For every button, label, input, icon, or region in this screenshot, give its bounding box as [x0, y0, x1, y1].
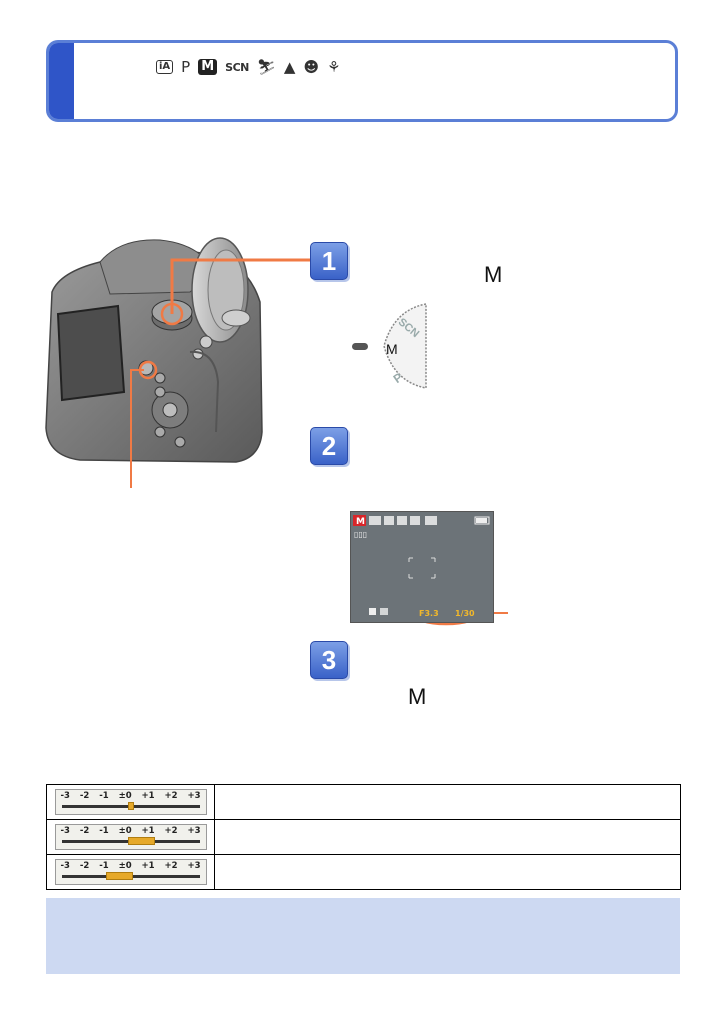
exposure-meter-tick-label: +3 [187, 826, 201, 836]
section-header [46, 40, 678, 122]
lcd-mode-badge: M [356, 517, 365, 527]
scene-mode-icon: SCN [225, 60, 249, 74]
dial-pointer [352, 343, 368, 350]
manual-mode-icon: M [198, 59, 218, 75]
exposure-meter-marker [127, 802, 134, 810]
exposure-meter-tick-label: -3 [60, 791, 70, 801]
step-3-mode-label: M [408, 684, 427, 709]
sports-mode-icon: ⛷ [256, 58, 276, 76]
scenery-mode-icon: ▲ [283, 58, 296, 76]
portrait-mode-icon: ☻ [303, 58, 320, 76]
exposure-meter-tick-label: +1 [141, 861, 155, 871]
exposure-meter-tick-label: +1 [141, 791, 155, 801]
exposure-meter-table: -3 -2 -1 ±0 +1 +2 +3 -3 -2 -1 ±0 +1 +2 +3 -3 -2 -1 ±0 +1 +2… [46, 784, 681, 890]
exposure-meter-tick-label: -3 [60, 861, 70, 871]
exposure-meter-tick-label: -1 [99, 861, 109, 871]
intelligent-auto-icon: iA [156, 60, 174, 74]
program-mode-icon: P [181, 58, 191, 76]
exposure-meter-tick-label: +1 [141, 826, 155, 836]
step-3-badge: 3 [310, 641, 348, 679]
mode-dial-closeup: SCN M P [352, 303, 427, 389]
exposure-meter-cell: -3 -2 -1 ±0 +1 +2 +3 [46, 854, 215, 890]
exposure-meter-tick-label: -2 [79, 791, 90, 801]
header-accent-bar [49, 43, 74, 119]
exposure-meter-tick-label: +3 [187, 791, 201, 801]
exposure-meter-tick-label: -2 [79, 861, 90, 871]
exposure-meter-tick-label: -2 [79, 826, 90, 836]
exposure-meter: -3 -2 -1 ±0 +1 +2 +3 [54, 824, 207, 850]
exposure-meter-row: -3 -2 -1 ±0 +1 +2 +3 [46, 784, 681, 820]
exposure-meter-cell: -3 -2 -1 ±0 +1 +2 +3 [46, 819, 215, 855]
button-callout [130, 369, 144, 488]
step-1-badge: 1 [310, 242, 348, 280]
exposure-meter-marker [106, 872, 134, 880]
exposure-meter-cell: -3 -2 -1 ±0 +1 +2 +3 [46, 784, 215, 820]
exposure-meter-tick-label: -3 [60, 826, 70, 836]
exposure-meter-tick-label: -1 [99, 791, 109, 801]
exposure-meter-description [214, 819, 681, 855]
exposure-meter-tick-label: +2 [164, 791, 178, 801]
lcd-shutter-speed: 1/30 [455, 609, 475, 618]
step-2-badge: 2 [310, 427, 348, 465]
lcd-aperture: F3.3 [419, 609, 439, 618]
exposure-meter-description [214, 784, 681, 820]
exposure-meter-tick-label: +2 [164, 826, 178, 836]
exposure-meter-tick-label: ±0 [118, 791, 132, 801]
lcd-screen: M ▯▯▯ F3.3 1/30 [350, 511, 494, 623]
dial-label-m: M [386, 341, 398, 357]
exposure-meter-tick-label: ±0 [118, 861, 132, 871]
exposure-meter-tick-label: -1 [99, 826, 109, 836]
note-box [46, 898, 680, 974]
exposure-meter-tick-label: ±0 [118, 826, 132, 836]
exposure-meter-row: -3 -2 -1 ±0 +1 +2 +3 [46, 819, 681, 855]
exposure-meter-row: -3 -2 -1 ±0 +1 +2 +3 [46, 854, 681, 890]
lcd-overlay: M ▯▯▯ F3.3 1/30 [353, 515, 490, 618]
exposure-meter-tick-label: +2 [164, 861, 178, 871]
step-1-mode-label: M [484, 262, 503, 287]
exposure-meter-marker [127, 837, 155, 845]
svg-text:▯▯▯: ▯▯▯ [354, 530, 367, 539]
exposure-meter-description [214, 854, 681, 890]
exposure-meter: -3 -2 -1 ±0 +1 +2 +3 [54, 789, 207, 815]
mode-dial-callout [170, 258, 314, 314]
exposure-meter: -3 -2 -1 ±0 +1 +2 +3 [54, 859, 207, 885]
creative-mode-icon: ⚘ [327, 58, 341, 76]
exposure-meter-tick-label: +3 [187, 861, 201, 871]
